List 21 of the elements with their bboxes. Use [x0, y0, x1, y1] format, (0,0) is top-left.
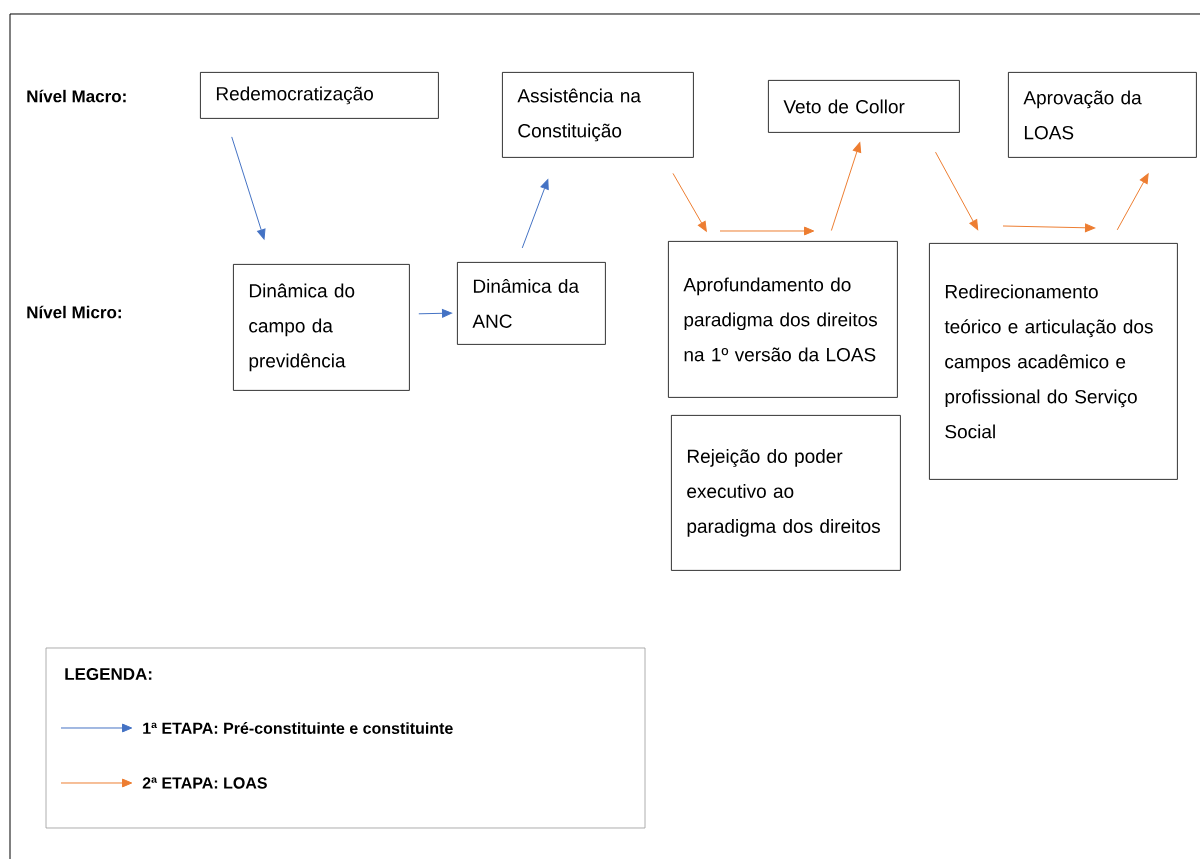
arrow: [231, 136, 266, 240]
process-box: Aprofundamento do paradigma dos direitos na 1º versão da LOAS: [668, 241, 898, 398]
process-box: Redirecionamento teórico e articulação dos campos acadêmico e profissional do Serviço Social: [929, 243, 1178, 480]
process-box: Veto de Collor: [768, 80, 960, 133]
process-box: Dinâmica da ANC: [457, 262, 606, 345]
level-label: Nível Micro:: [27, 305, 121, 319]
legend-text: 1ª ETAPA: Pré-constituinte e constituinte: [143, 722, 453, 734]
arrow: [521, 179, 549, 249]
process-box: Aprovação da LOAS: [1008, 72, 1197, 158]
legend-text: 2ª ETAPA: LOAS: [142, 777, 267, 789]
level-label: LEGENDA:: [65, 668, 152, 680]
arrow: [1116, 173, 1149, 231]
process-box: Redemocratização: [200, 72, 439, 119]
process-box: Assistência na Constituição: [502, 72, 694, 158]
arrow: [672, 172, 707, 232]
process-box: Dinâmica do campo da previdência: [233, 264, 410, 391]
level-label: Nível Macro:: [27, 89, 126, 103]
arrow: [830, 142, 862, 232]
arrow: [418, 308, 453, 318]
arrow: [935, 151, 979, 231]
process-box: Rejeição do poder executivo ao paradigma dos direitos: [671, 415, 901, 571]
